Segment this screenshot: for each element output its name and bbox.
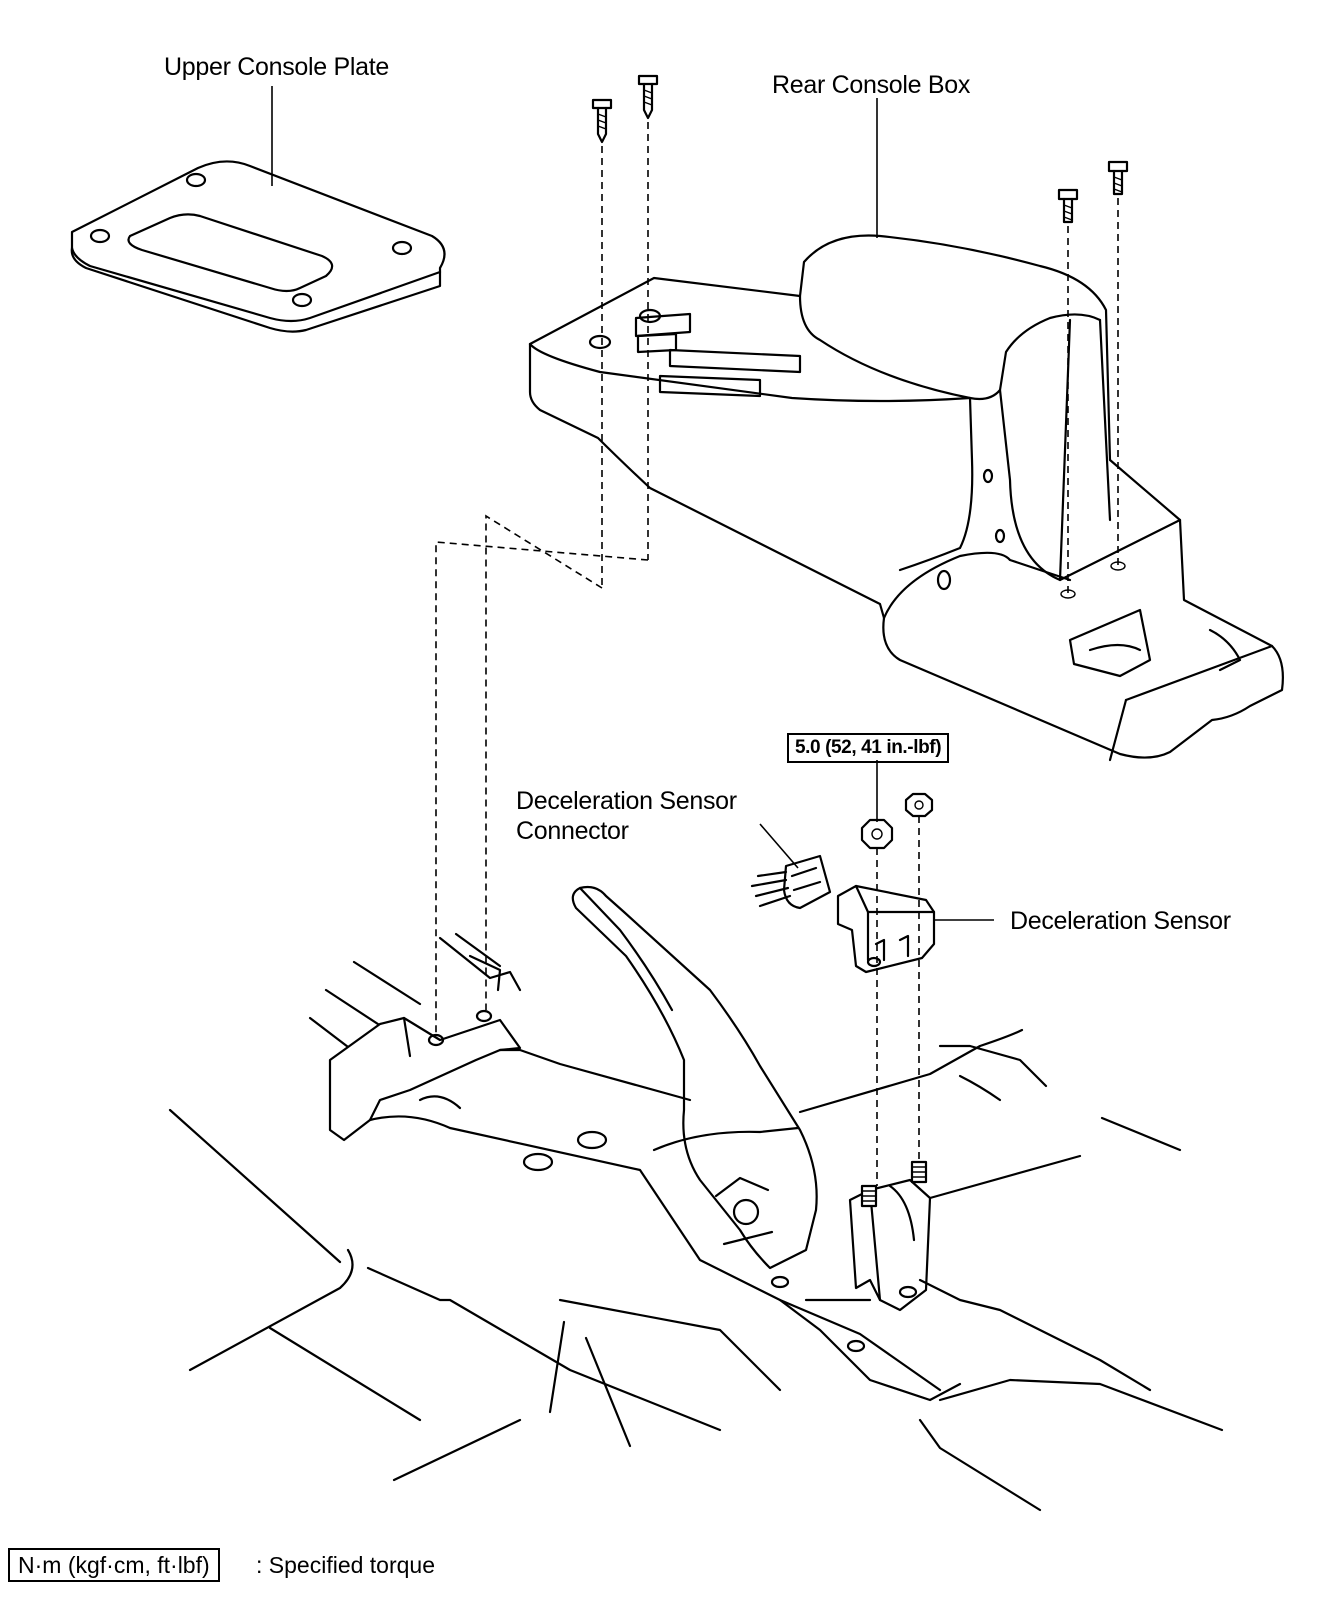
torque-spec-box: 5.0 (52, 41 in.-lbf)	[787, 733, 950, 763]
rear-console-box-part	[528, 234, 1284, 762]
console-front-screws	[591, 74, 1129, 224]
deceleration-sensor-connector-part	[750, 854, 832, 910]
leader-lines	[271, 86, 994, 921]
floor-body-panel	[168, 932, 1224, 1512]
upper-console-plate-label: Upper Console Plate	[164, 53, 389, 81]
torque-unit-legend-box: N·m (kgf·cm, ft·lbf)	[8, 1548, 220, 1582]
upper-console-plate-part	[70, 160, 446, 333]
alignment-dashed-lines	[435, 122, 1119, 1186]
deceleration-sensor-label: Deceleration Sensor	[1010, 907, 1231, 935]
rear-console-box-label: Rear Console Box	[772, 71, 971, 99]
sensor-nuts	[860, 792, 934, 850]
deceleration-sensor-connector-label-line1: Deceleration Sensor	[516, 787, 737, 815]
deceleration-sensor-part	[836, 884, 936, 974]
parking-brake-lever-part	[571, 885, 818, 1270]
deceleration-sensor-connector-label-line2: Connector	[516, 817, 629, 845]
torque-legend-description: : Specified torque	[256, 1552, 436, 1578]
